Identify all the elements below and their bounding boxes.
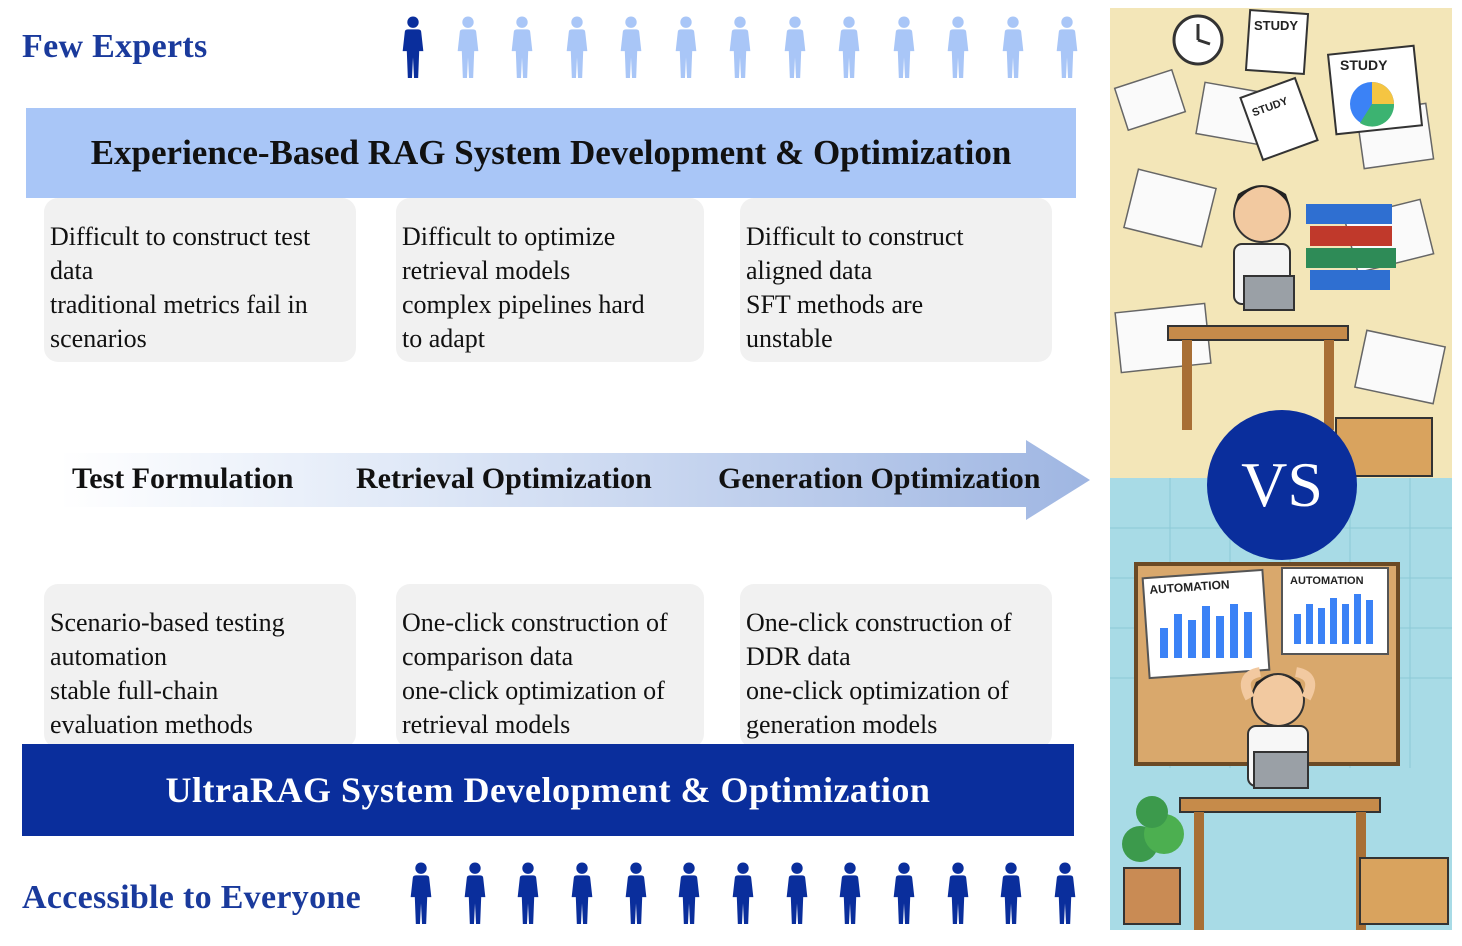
experience-based-banner-text: Experience-Based RAG System Development … xyxy=(90,133,1012,172)
card-line: evaluation methods xyxy=(50,710,253,739)
card-line: Scenario-based testing xyxy=(50,608,285,637)
bottom-people-row xyxy=(408,862,1078,924)
person-icon xyxy=(410,862,432,924)
card-line: DDR data xyxy=(746,642,851,671)
desk xyxy=(1167,325,1349,341)
desk xyxy=(1179,797,1381,813)
card-line: one-click optimization of xyxy=(746,676,1009,705)
card-line: generation models xyxy=(746,710,938,739)
person-icon xyxy=(517,862,539,924)
process-arrow xyxy=(60,440,1090,520)
plant-icon xyxy=(1122,796,1184,925)
person-icon xyxy=(732,862,754,924)
stressed-person-figure xyxy=(1233,185,1295,311)
cardboard-box xyxy=(1359,857,1449,925)
binder-stack xyxy=(1306,204,1396,290)
relaxed-person-figure xyxy=(1240,667,1316,789)
person-icon xyxy=(784,16,805,78)
person-icon xyxy=(675,16,696,78)
person-icon xyxy=(947,16,969,78)
card-line: SFT methods are xyxy=(746,290,924,319)
top-people-row xyxy=(400,16,1080,78)
person-icon xyxy=(839,862,861,924)
person-icon xyxy=(511,16,533,78)
stage-retrieval-optimization: Retrieval Optimization xyxy=(356,462,652,495)
solution-card-generation: One-click construction of DDR data one-c… xyxy=(740,584,1052,748)
card-line: Difficult to optimize xyxy=(402,222,616,251)
card-line: Difficult to construct xyxy=(746,222,964,251)
person-icon xyxy=(1056,16,1078,78)
card-line: complex pipelines hard xyxy=(402,290,645,319)
ultrarag-banner: UltraRAG System Development & Optimizati… xyxy=(22,744,1074,836)
person-icon xyxy=(464,862,485,924)
vs-badge: VS xyxy=(1207,410,1357,560)
card-line: scenarios xyxy=(50,324,147,353)
stage-generation-optimization: Generation Optimization xyxy=(718,462,1041,495)
comparison-illustration: STUDY STUDY STUDY AUTOMATION AUTOMATION xyxy=(1110,8,1452,930)
problem-card-test: Difficult to construct test data traditi… xyxy=(44,198,356,362)
experience-based-banner: Experience-Based RAG System Development … xyxy=(26,108,1076,198)
card-line: aligned data xyxy=(746,256,873,285)
study-sign-label: STUDY xyxy=(1340,57,1388,73)
person-icon xyxy=(457,16,478,78)
person-icon xyxy=(620,16,642,78)
vs-badge-text: VS xyxy=(1241,449,1323,520)
person-icon xyxy=(838,16,860,78)
card-line: Difficult to construct test xyxy=(50,222,311,251)
person-icon xyxy=(571,862,593,924)
card-line: comparison data xyxy=(402,642,574,671)
card-line: one-click optimization of xyxy=(402,676,665,705)
card-line: retrieval models xyxy=(402,710,571,739)
card-line: unstable xyxy=(746,324,833,353)
card-line: data xyxy=(50,256,94,285)
person-icon xyxy=(893,862,915,924)
person-icon xyxy=(566,16,587,78)
person-icon xyxy=(1000,862,1022,924)
stage-test-formulation: Test Formulation xyxy=(72,462,294,495)
solution-card-retrieval: One-click construction of comparison dat… xyxy=(396,584,704,748)
study-sign-label: STUDY xyxy=(1254,18,1298,33)
problem-card-retrieval: Difficult to optimize retrieval models c… xyxy=(396,198,704,362)
person-icon xyxy=(1054,862,1076,924)
card-line: One-click construction of xyxy=(746,608,1012,637)
automation-chart-label: AUTOMATION xyxy=(1149,577,1230,597)
few-experts-label: Few Experts xyxy=(22,28,208,65)
person-icon xyxy=(729,16,751,78)
person-icon xyxy=(947,862,968,924)
person-icon xyxy=(1002,16,1023,78)
accessible-to-everyone-label: Accessible to Everyone xyxy=(22,879,361,916)
automation-chart-label: AUTOMATION xyxy=(1290,575,1364,587)
ultrarag-banner-text: UltraRAG System Development & Optimizati… xyxy=(165,770,931,810)
person-icon xyxy=(893,16,914,78)
study-sign xyxy=(1239,76,1319,162)
card-line: retrieval models xyxy=(402,256,571,285)
card-line: traditional metrics fail in xyxy=(50,290,308,319)
person-icon xyxy=(402,16,424,78)
person-icon xyxy=(678,862,700,924)
card-line: automation xyxy=(50,642,167,671)
person-icon xyxy=(625,862,646,924)
study-sign xyxy=(1244,8,1310,76)
card-line: stable full-chain xyxy=(50,676,219,705)
problem-card-generation: Difficult to construct aligned data SFT … xyxy=(740,198,1052,362)
card-line: One-click construction of xyxy=(402,608,668,637)
card-line: to adapt xyxy=(402,324,486,353)
solution-card-test: Scenario-based testing automation stable… xyxy=(44,584,356,748)
person-icon xyxy=(786,862,807,924)
